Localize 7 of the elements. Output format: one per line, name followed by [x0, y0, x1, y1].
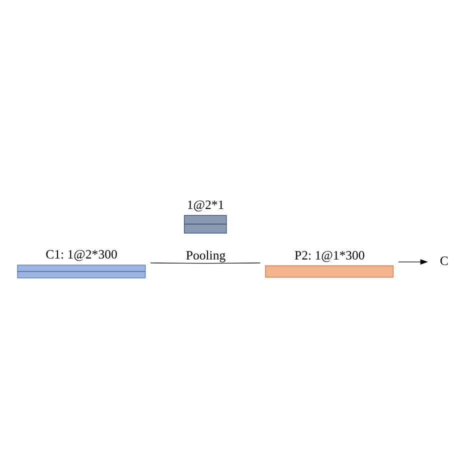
- connector: [150, 262, 261, 264]
- node-label: 1@2*1: [186, 198, 224, 212]
- node-label: P2: 1@1*300: [294, 248, 365, 262]
- node-text: C: [440, 254, 448, 268]
- arrow: [398, 259, 428, 265]
- node-label: C1: 1@2*300: [46, 248, 118, 262]
- edge-label: Pooling: [186, 248, 226, 262]
